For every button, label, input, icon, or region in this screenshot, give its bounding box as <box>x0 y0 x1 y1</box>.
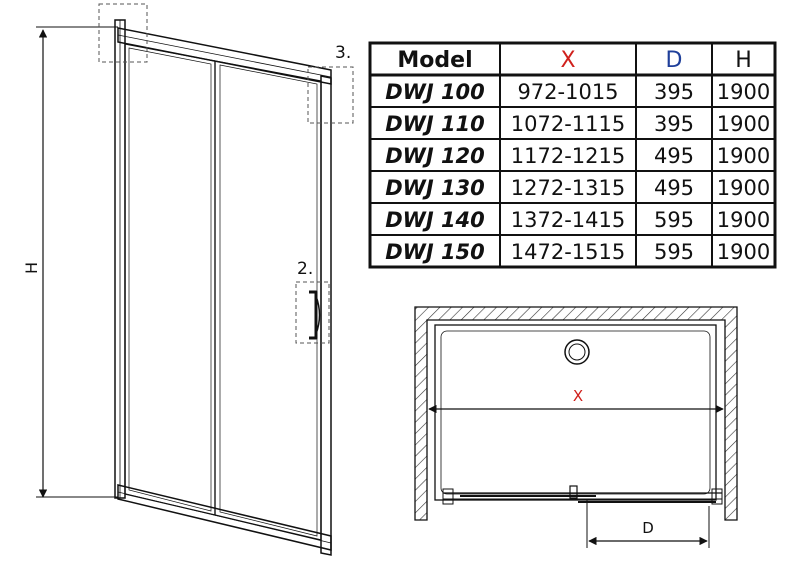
table-grid <box>370 43 775 267</box>
plan-wall-hatch <box>414 306 738 521</box>
table-frame <box>368 41 777 269</box>
table-cell: DWJ 120 <box>385 144 485 168</box>
handle-icon <box>309 290 318 340</box>
sliding-panel-inner <box>219 64 318 537</box>
drain-icon <box>564 339 590 365</box>
table-cell: 495 <box>654 176 694 200</box>
callout-label-handle: 2. <box>297 259 313 279</box>
plan-view: X D <box>414 306 738 548</box>
height-label: H <box>22 262 41 274</box>
table-cell: DWJ 110 <box>385 112 485 136</box>
table-cell: 1900 <box>717 176 770 200</box>
plan-handle-icon <box>569 485 578 499</box>
table-header-1: X <box>560 48 575 73</box>
table-cell: 1472-1515 <box>511 240 625 264</box>
table-cell: 395 <box>654 80 694 104</box>
shower-tray <box>434 324 717 501</box>
table-cell: 1172-1215 <box>511 144 625 168</box>
width-x-label: X <box>573 387 583 405</box>
table-cell: 1900 <box>717 144 770 168</box>
depth-d-label: D <box>642 519 654 537</box>
table-cell: 495 <box>654 144 694 168</box>
shower-tray-inner <box>440 330 711 495</box>
table-cell: 1900 <box>717 208 770 232</box>
table-cell: 1900 <box>717 240 770 264</box>
rail-end-right <box>711 488 723 505</box>
table-cell: 595 <box>654 208 694 232</box>
callout-box-corner <box>307 66 354 124</box>
table-cell: DWJ 130 <box>385 176 485 200</box>
table-cell: 1372-1415 <box>511 208 625 232</box>
table-cell: 1900 <box>717 112 770 136</box>
table-header-2: D <box>666 48 683 73</box>
table-cell: 1900 <box>717 80 770 104</box>
table-cell: 1272-1315 <box>511 176 625 200</box>
top-rail-inner <box>117 34 332 78</box>
table-cell: 1072-1115 <box>511 112 625 136</box>
table-cell: DWJ 140 <box>385 208 485 232</box>
fixed-panel-inner <box>128 47 212 512</box>
table-cell: DWJ 100 <box>385 80 485 104</box>
bottom-rail <box>117 484 332 551</box>
table-cell: DWJ 150 <box>385 240 485 264</box>
drain-inner <box>568 343 586 361</box>
callout-box-handle <box>295 281 330 344</box>
table-cell: 972-1015 <box>517 80 618 104</box>
table-cell: 395 <box>654 112 694 136</box>
table-header-3: H <box>735 48 752 73</box>
fixed-glass-panel <box>124 43 216 516</box>
handle-grip <box>315 295 321 335</box>
top-rail <box>117 27 332 85</box>
table-header-0: Model <box>397 48 472 73</box>
table-cell: 595 <box>654 240 694 264</box>
sliding-glass-panel <box>214 60 322 541</box>
callout-label-corner: 3. <box>335 43 351 63</box>
rail-end-left <box>442 488 454 505</box>
callout-box-top <box>98 3 148 63</box>
front-view: H 3. 2. <box>22 3 354 556</box>
